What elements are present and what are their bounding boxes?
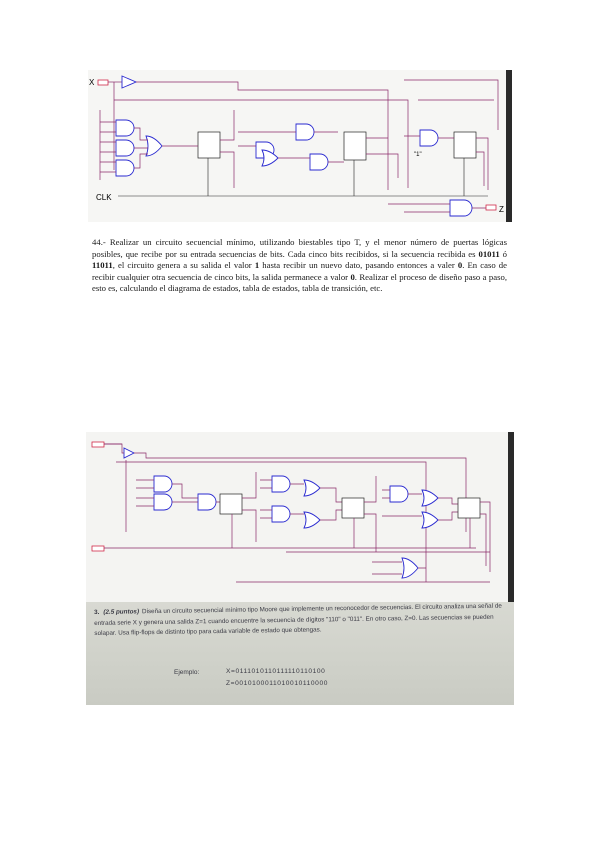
input-x-label: X xyxy=(89,78,95,87)
constant-one-label: "1" xyxy=(414,152,422,158)
sequence-01011: 01011 xyxy=(478,248,500,259)
problem-3-text: 3.(2.5 puntos)Diseña un circuito secuenc… xyxy=(94,602,502,638)
circuit-schematic-1: X "1" Z CLK xyxy=(89,70,512,222)
output-and-gate xyxy=(449,199,473,217)
or-gate-a xyxy=(303,479,321,497)
circuit-figure-1: X "1" Z CLK xyxy=(88,70,512,222)
problem-44-text: 44.- Realizar un circuito secuencial mín… xyxy=(92,237,507,294)
flip-flop-3 xyxy=(453,131,477,159)
circuit-schematic-2 xyxy=(91,432,514,602)
and-gate-6 xyxy=(309,153,329,171)
or-gate-b xyxy=(303,511,321,529)
buffer-gate-2 xyxy=(123,447,136,459)
scan-edge-bar xyxy=(506,70,512,222)
problem-number: 44.- xyxy=(92,237,106,247)
clock-pin xyxy=(91,545,105,552)
and-gate-c xyxy=(197,493,217,511)
buffer-gate xyxy=(121,75,138,89)
or-gate-d xyxy=(421,511,439,529)
and-gate-d xyxy=(271,475,291,493)
input-x-pin xyxy=(97,79,109,86)
and-gate-3 xyxy=(115,159,135,177)
scan-edge-bar-2 xyxy=(508,432,514,602)
and-gate-f xyxy=(389,485,409,503)
and-gate-4 xyxy=(295,123,315,141)
and-gate-b xyxy=(153,493,173,511)
flip-flop-1 xyxy=(197,131,221,159)
or-gate-1 xyxy=(145,135,163,157)
or-gate-2 xyxy=(261,149,279,167)
flip-flop-c xyxy=(457,497,481,519)
problem-3-number: 3. xyxy=(94,608,100,616)
or-gate-c xyxy=(421,489,439,507)
x-sequence: X=0111010110111110110100 xyxy=(226,668,326,675)
problem-3-photo: 3.(2.5 puntos)Diseña un circuito secuenc… xyxy=(86,602,514,705)
input-pin xyxy=(91,441,105,448)
and-gate-1 xyxy=(115,119,135,137)
circuit-figure-2 xyxy=(86,432,514,602)
clock-label: CLK xyxy=(96,193,112,202)
problem-3-points: (2.5 puntos) xyxy=(103,608,140,616)
z-sequence: Z=0010100011010010110000 xyxy=(226,680,328,687)
output-or-gate xyxy=(401,557,419,579)
flip-flop-2 xyxy=(343,131,367,161)
flip-flop-b xyxy=(341,497,365,519)
sequence-11011: 11011 xyxy=(92,260,113,271)
output-z-pin xyxy=(485,204,497,211)
and-gate-a xyxy=(153,475,173,493)
example-label: Ejemplo: xyxy=(174,669,200,676)
flip-flop-a xyxy=(219,493,243,515)
and-gate-7 xyxy=(419,129,439,147)
and-gate-e xyxy=(271,505,291,523)
and-gate-2 xyxy=(115,139,135,157)
output-z-label: Z xyxy=(499,205,504,214)
